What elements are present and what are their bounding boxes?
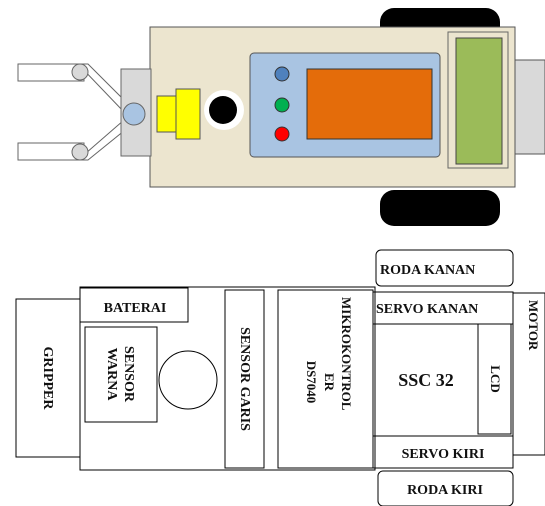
- color-sensor-yellow: [156, 95, 178, 133]
- mikrokontroler-label-3: DS7040: [304, 361, 319, 404]
- servo-kiri-label: SERVO KIRI: [402, 447, 485, 462]
- bottom-wheel: [380, 190, 500, 226]
- mikrokontroler-label-1: MIKROKONTROL: [339, 297, 354, 411]
- baterai-label: BATERAI: [104, 301, 167, 316]
- roda-kanan-label: RODA KANAN: [380, 263, 475, 278]
- button-blue: [274, 66, 290, 82]
- gripper-pivot: [122, 102, 146, 126]
- orange-display: [306, 68, 433, 140]
- line-sensor: [209, 96, 237, 124]
- sensor-warna-label-2: WARNA: [104, 348, 119, 402]
- sensor-warna-label-1: SENSOR: [121, 346, 136, 403]
- lcd-label: LCD: [488, 365, 503, 392]
- layout-diagram: [15, 249, 545, 506]
- gripper-arms: [17, 63, 131, 161]
- button-green: [274, 97, 290, 113]
- sensor-garis-label: SENSOR GARIS: [237, 327, 252, 431]
- robot-illustration: [17, 8, 545, 226]
- ssc32-label: SSC 32: [398, 370, 454, 390]
- motor-block: [514, 59, 545, 155]
- roda-kiri-label: RODA KIRI: [407, 483, 483, 498]
- lcd-screen: [455, 37, 503, 165]
- button-red: [274, 126, 290, 142]
- gripper-label: GRIPPER: [40, 347, 55, 411]
- mikrokontroler-label-2: ER: [322, 373, 337, 392]
- servo-kanan-label: SERVO KANAN: [376, 302, 478, 317]
- motor-label: MOTOR: [526, 300, 541, 351]
